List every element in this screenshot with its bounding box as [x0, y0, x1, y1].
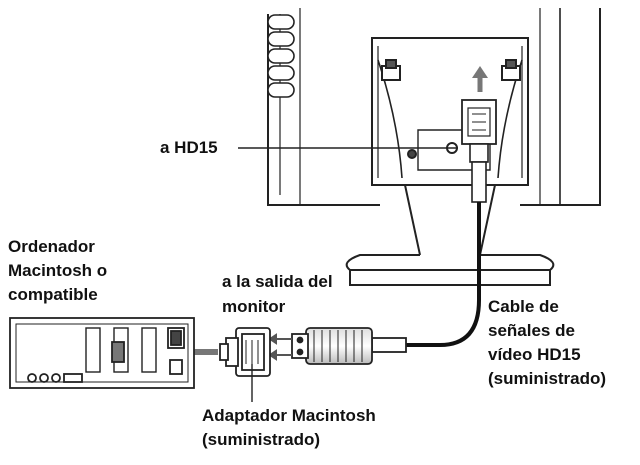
label-adapter-line-1: Adaptador Macintosh — [202, 406, 376, 425]
label-cable-line-1: Cable de — [488, 297, 559, 316]
label-cable-line-2: señales de — [488, 321, 575, 340]
label-hd15: a HD15 — [160, 138, 218, 157]
label-cable-line-4: (suministrado) — [488, 369, 607, 388]
label-computer-line-1: Ordenador — [8, 237, 95, 256]
label-cable-line-3: vídeo HD15 — [488, 345, 581, 364]
label-computer-line-2: Macintosh o — [8, 261, 108, 280]
computer-rear-panel — [9, 317, 195, 389]
label-monitor-out-line-1: a la salida del — [222, 272, 333, 291]
plug-arrows — [268, 333, 292, 361]
label-computer-line-3: compatible — [8, 285, 98, 304]
vent-grille — [267, 14, 295, 98]
monitor-rear-view — [267, 8, 601, 286]
hd15-plug — [291, 327, 407, 365]
label-adapter-line-2: (suministrado) — [202, 430, 321, 449]
video-cable — [395, 202, 481, 347]
label-monitor-out-line-2: monitor — [222, 297, 286, 316]
macintosh-adapter — [219, 327, 271, 377]
